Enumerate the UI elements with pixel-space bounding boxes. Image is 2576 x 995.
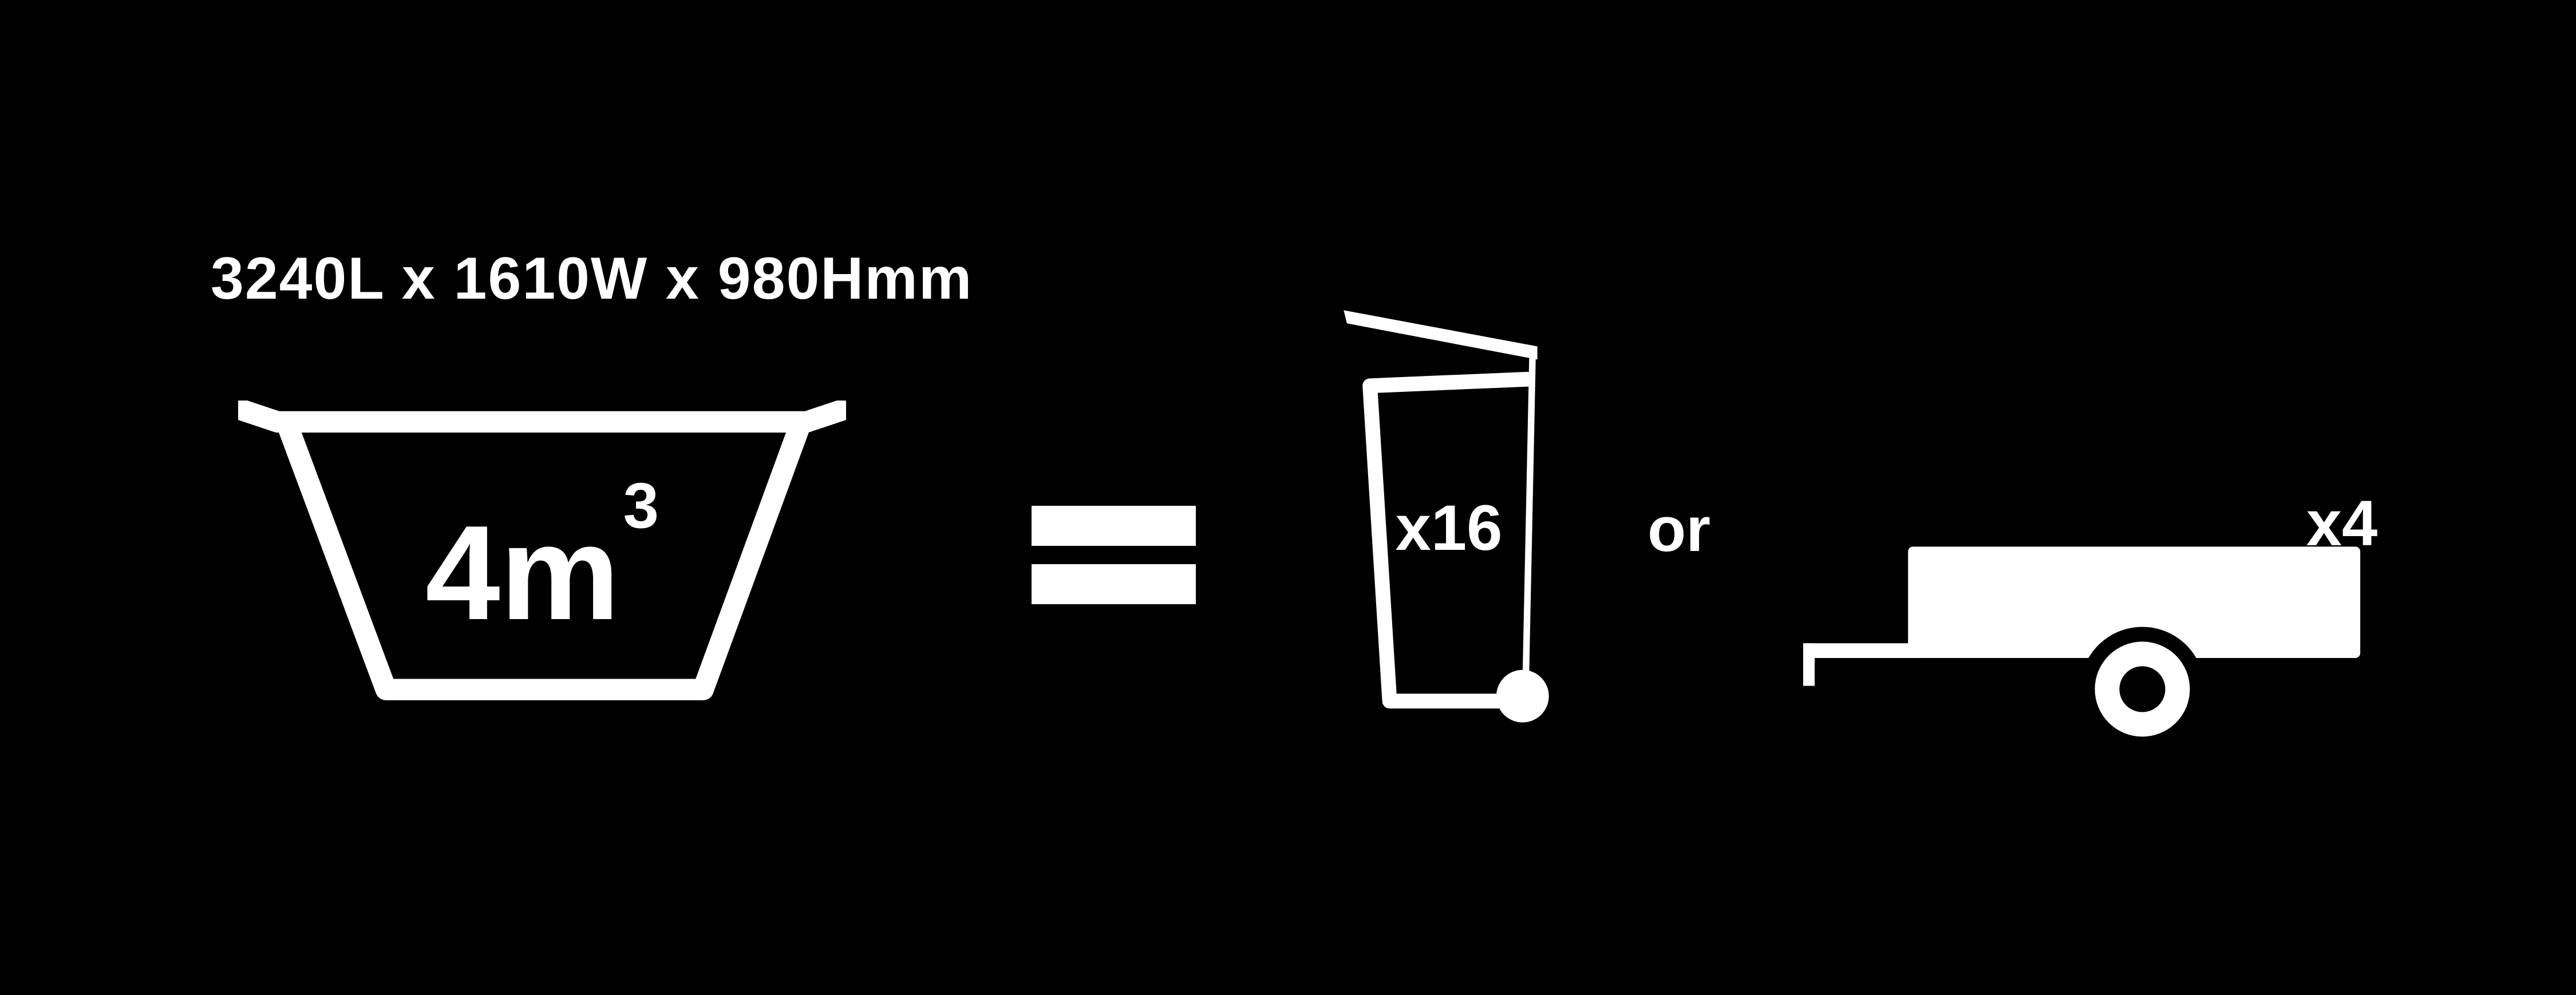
- or-label: or: [1647, 494, 1710, 565]
- skip-bin-icon: [238, 401, 846, 700]
- bin-count-label: x16: [1395, 492, 1503, 564]
- equals-bar-bottom: [1032, 564, 1196, 604]
- equals-bar-top: [1032, 506, 1196, 546]
- wheelie-bin-icon: [1344, 310, 1549, 723]
- equals-icon: [1032, 506, 1196, 604]
- trailer-icon: [1803, 546, 2361, 752]
- trailer-count-label: x4: [2306, 487, 2378, 559]
- dimensions-label: 3240L x 1610W x 980Hmm: [211, 245, 973, 312]
